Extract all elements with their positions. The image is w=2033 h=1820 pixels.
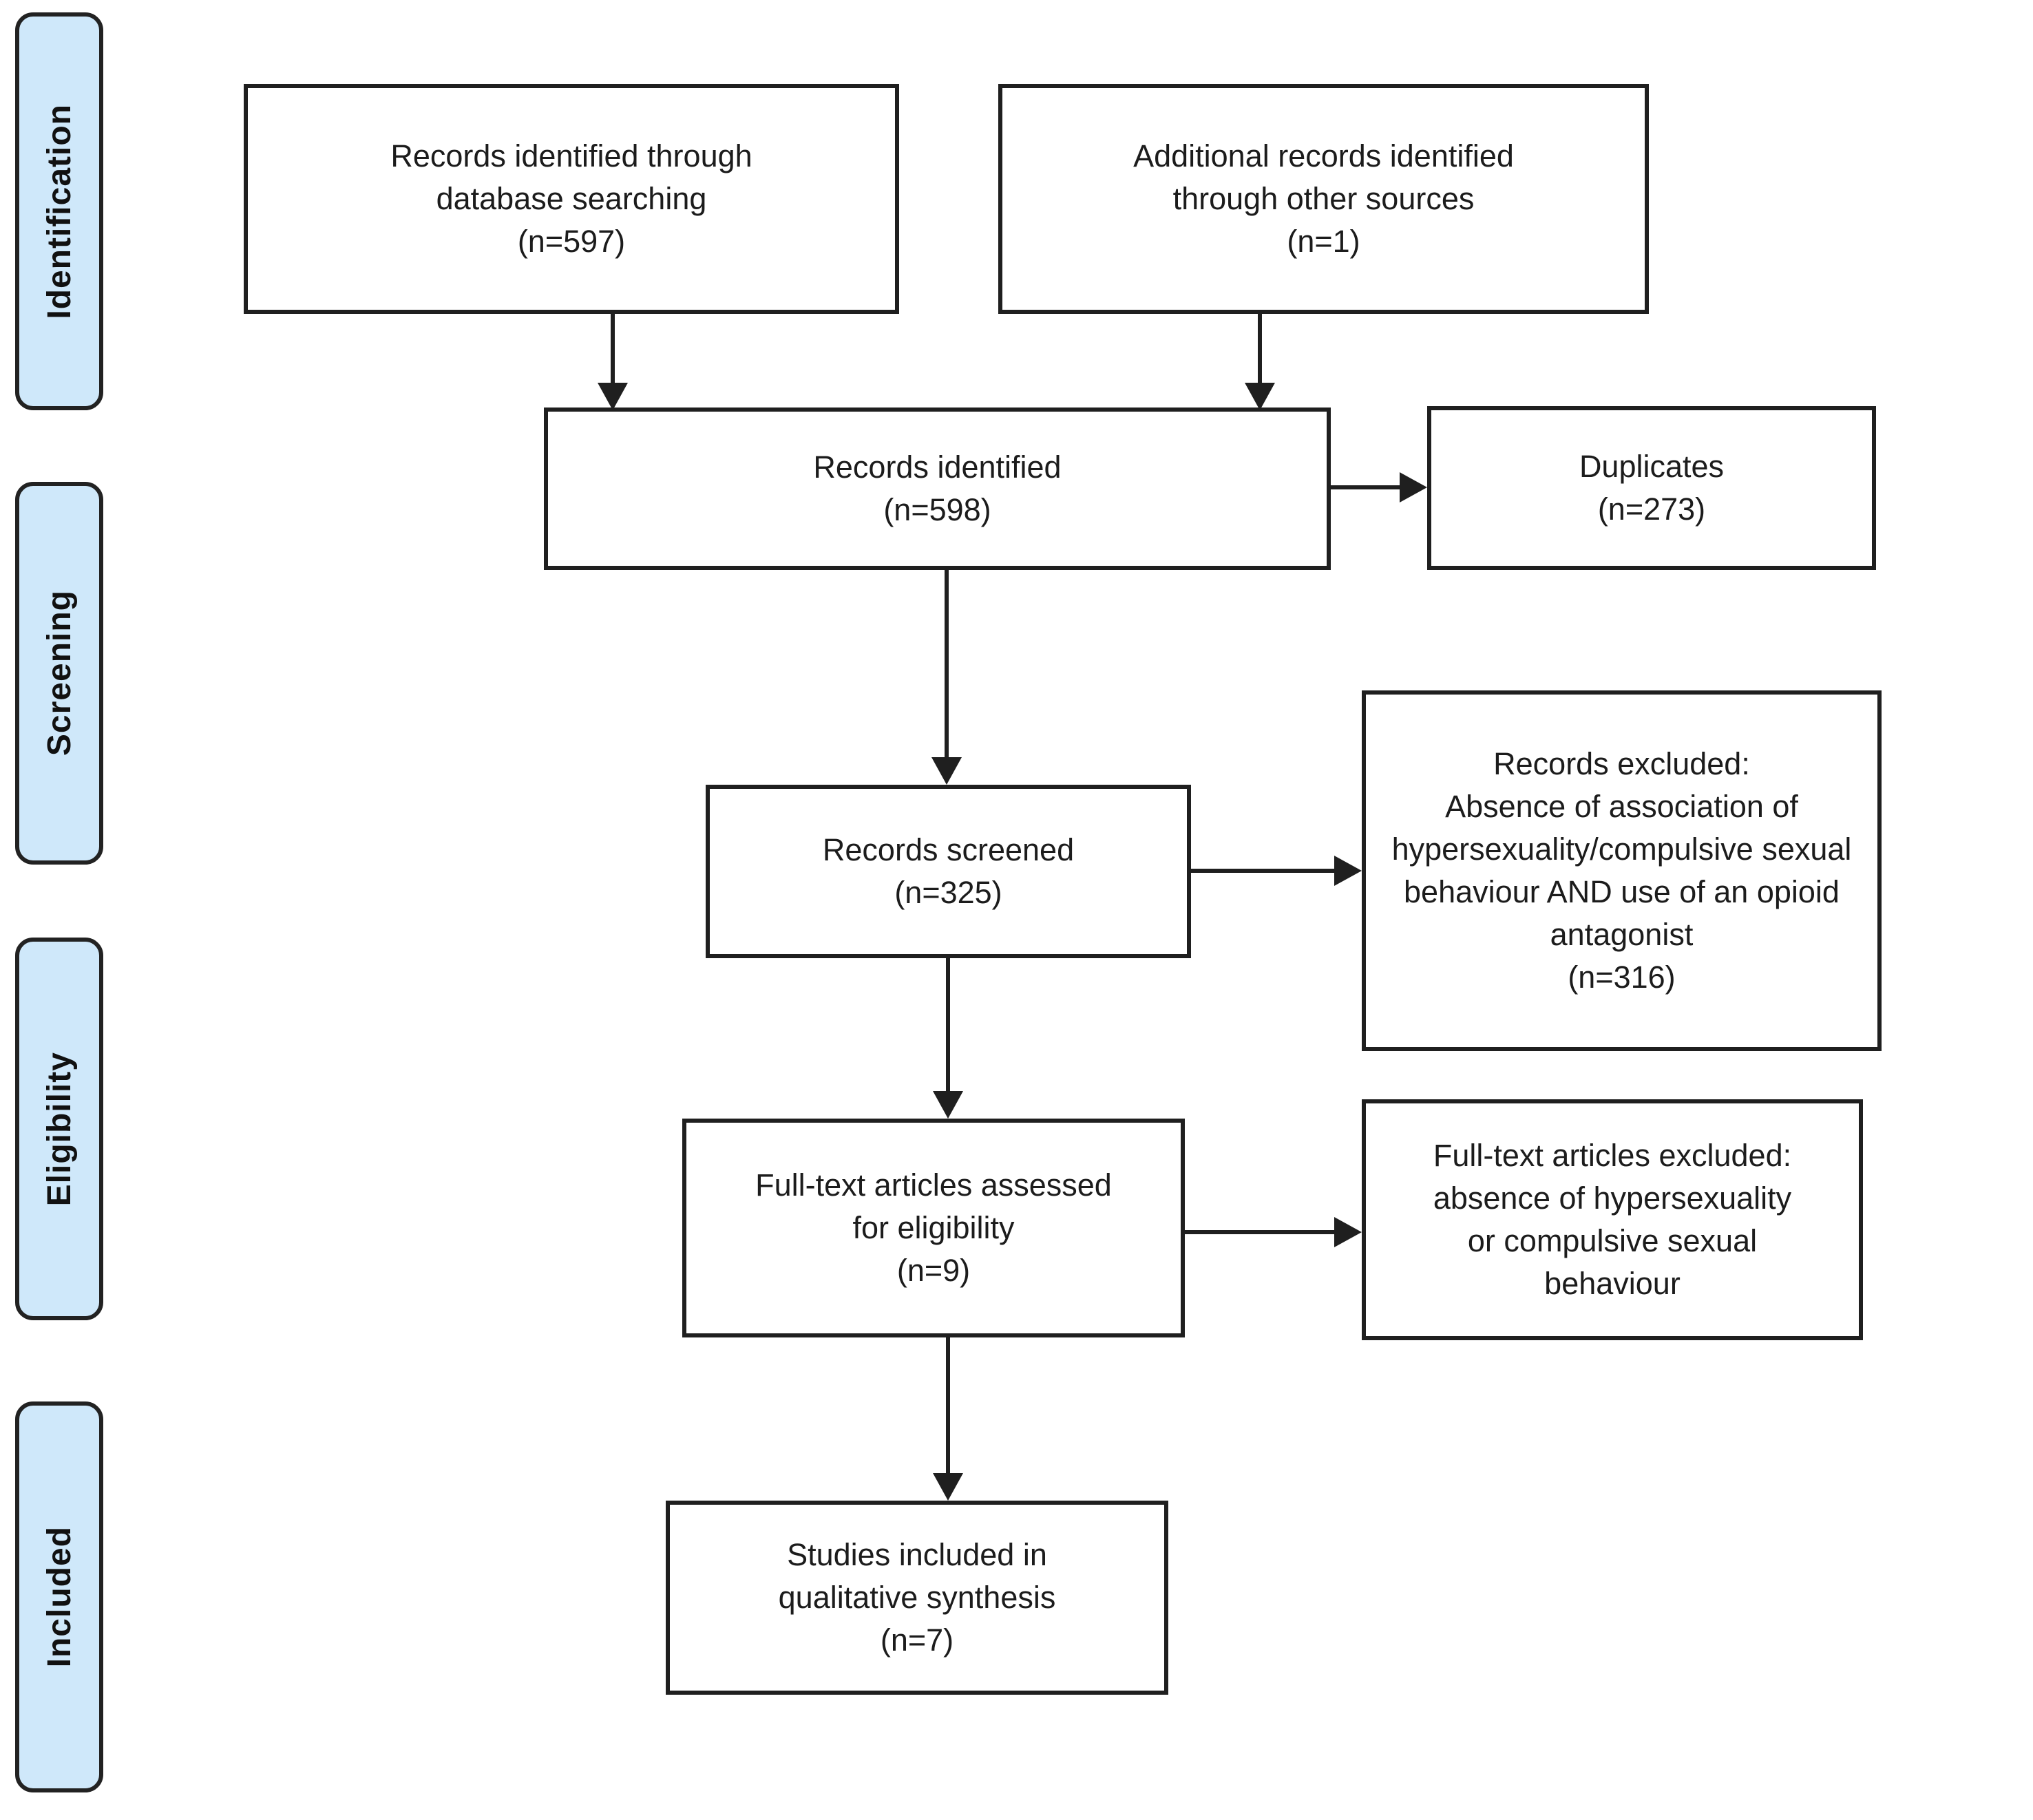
- flow-box-fulltext-assessed-text: Full-text articles assessed for eligibil…: [755, 1167, 1112, 1289]
- arrowhead-right-icon: [1334, 1217, 1362, 1247]
- arrowhead-down-icon: [931, 757, 962, 785]
- flow-box-records-identified-text: Records identified (n=598): [813, 449, 1062, 527]
- flow-box-records-screened-text: Records screened (n=325): [822, 832, 1075, 910]
- arrowhead-right-icon: [1334, 856, 1362, 886]
- stage-label-identification: Identification: [41, 103, 78, 319]
- flow-box-records-excluded-text: Records excluded: Absence of association…: [1391, 745, 1852, 995]
- arrowhead-down-icon: [1245, 383, 1275, 410]
- connector-identified-to-duplicates: [1331, 485, 1401, 489]
- flow-box-studies-included: Studies included in qualitative synthesi…: [666, 1501, 1168, 1695]
- arrowhead-right-icon: [1400, 472, 1427, 502]
- stage-label-included: Included: [41, 1526, 78, 1668]
- stage-box-eligibility: Eligibility: [15, 938, 103, 1320]
- stage-label-eligibility: Eligibility: [41, 1051, 78, 1207]
- stage-box-screening: Screening: [15, 482, 103, 865]
- flow-box-duplicates: Duplicates (n=273): [1427, 406, 1876, 570]
- stage-box-included: Included: [15, 1401, 103, 1792]
- flow-box-studies-included-text: Studies included in qualitative synthesi…: [778, 1536, 1056, 1658]
- connector-fulltext-to-included: [946, 1337, 950, 1475]
- flow-box-fulltext-assessed: Full-text articles assessed for eligibil…: [682, 1119, 1185, 1337]
- stage-box-identification: Identification: [15, 12, 103, 410]
- connector-screened-to-excluded: [1191, 869, 1336, 873]
- flow-box-duplicates-text: Duplicates (n=273): [1579, 448, 1725, 527]
- flow-box-records-database: Records identified through database sear…: [244, 84, 899, 314]
- arrowhead-down-icon: [598, 383, 628, 410]
- flow-box-records-database-text: Records identified through database sear…: [390, 138, 752, 260]
- arrowhead-down-icon: [933, 1091, 963, 1119]
- stage-label-screening: Screening: [41, 590, 78, 756]
- flow-box-fulltext-excluded-text: Full-text articles excluded: absence of …: [1433, 1137, 1792, 1302]
- flow-box-fulltext-excluded: Full-text articles excluded: absence of …: [1362, 1099, 1863, 1340]
- flow-box-records-other-sources: Additional records identified through ot…: [998, 84, 1649, 314]
- flow-box-records-excluded: Records excluded: Absence of association…: [1362, 690, 1882, 1051]
- connector-other-to-identified: [1258, 314, 1262, 385]
- connector-screened-to-fulltext: [946, 958, 950, 1094]
- connector-database-to-identified: [611, 314, 615, 385]
- connector-identified-to-screened: [945, 570, 949, 761]
- flow-box-records-identified: Records identified (n=598): [544, 408, 1331, 570]
- arrowhead-down-icon: [933, 1473, 963, 1501]
- flow-box-records-other-sources-text: Additional records identified through ot…: [1133, 138, 1514, 260]
- flow-box-records-screened: Records screened (n=325): [706, 785, 1191, 958]
- connector-fulltext-to-excluded: [1185, 1230, 1336, 1234]
